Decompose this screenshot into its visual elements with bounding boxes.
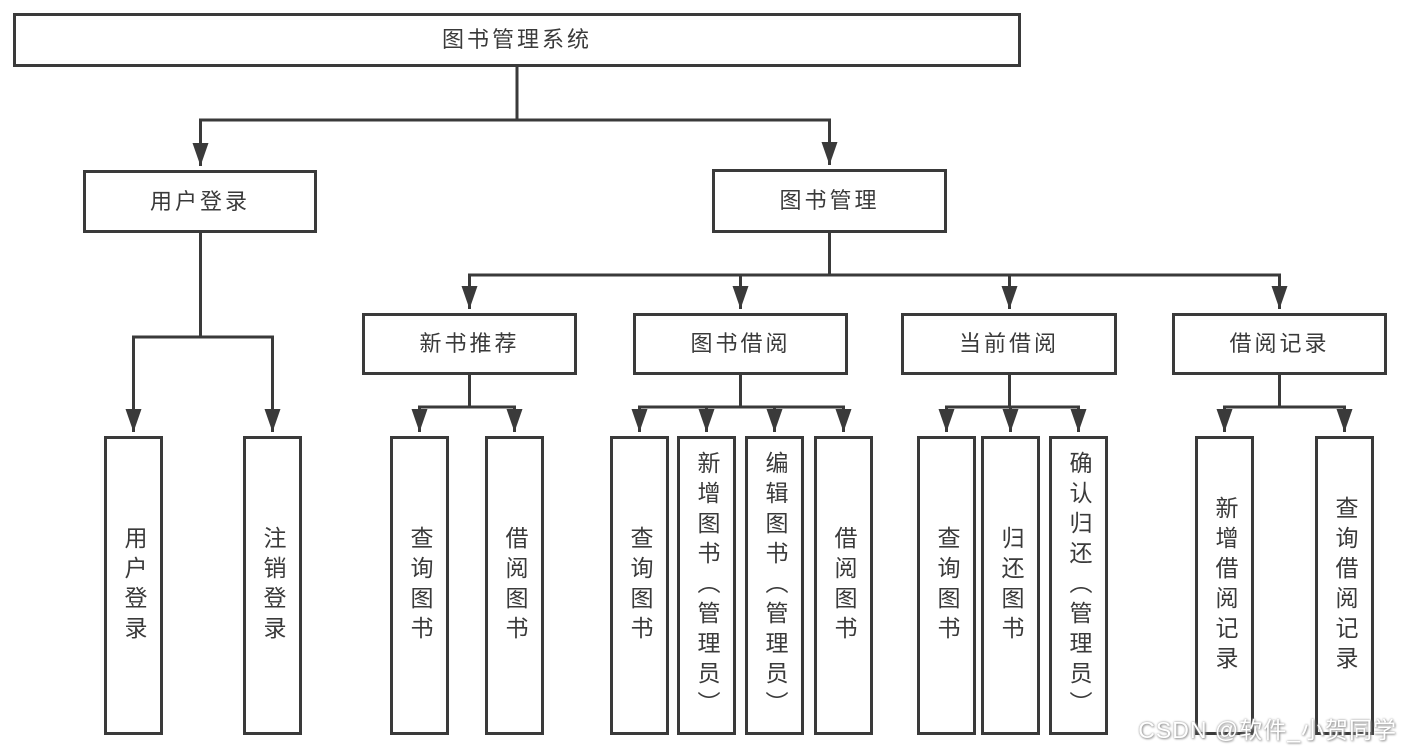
node-borrow-records: 借阅记录 [1172,313,1387,375]
node-user-login: 用户登录 [83,170,317,233]
node-book-management: 图书管理 [712,169,947,233]
leaf-logout: 注销登录 [243,436,302,735]
leaf-borrow-books-recommend: 借阅图书 [485,436,544,735]
leaf-borrow-books-label: 借阅图书 [831,525,857,646]
leaf-return-books-label: 归还图书 [998,525,1024,646]
connector-book-borrow-children [631,375,852,432]
node-root: 图书管理系统 [13,13,1021,67]
leaf-query-books-current: 查询图书 [917,436,976,735]
leaf-query-books-recommend-label: 查询图书 [407,525,433,646]
leaf-user-login: 用户登录 [104,436,163,735]
leaf-add-books-admin-label: 新增图书（管理员） [694,450,720,721]
leaf-query-books-recommend: 查询图书 [390,436,449,735]
node-new-book-recommend: 新书推荐 [362,313,577,375]
leaf-confirm-return-admin-label: 确认归还（管理员） [1066,450,1092,721]
node-current-borrow: 当前借阅 [901,313,1117,375]
connector-root-to-level2 [192,67,838,166]
node-new-book-recommend-label: 新书推荐 [419,331,520,356]
leaf-confirm-return-admin: 确认归还（管理员） [1049,436,1108,735]
node-book-borrow-label: 图书借阅 [690,331,791,356]
node-book-management-label: 图书管理 [779,188,880,213]
connector-book-management-children [461,233,1288,309]
node-borrow-records-label: 借阅记录 [1229,331,1330,356]
node-root-label: 图书管理系统 [441,27,592,52]
leaf-query-borrow-record: 查询借阅记录 [1315,436,1374,735]
leaf-query-books-current-label: 查询图书 [934,525,960,646]
leaf-add-borrow-record-label: 新增借阅记录 [1212,495,1238,676]
connector-current-borrow-children [938,375,1087,432]
leaf-query-books-borrow-label: 查询图书 [627,525,653,646]
connector-user-login-children [125,233,281,432]
leaf-edit-books-admin-label: 编辑图书（管理员） [762,450,788,721]
leaf-query-borrow-record-label: 查询借阅记录 [1332,495,1358,676]
node-user-login-label: 用户登录 [149,188,250,214]
leaf-query-books-borrow: 查询图书 [610,436,669,735]
connector-borrow-records-children [1216,375,1353,432]
leaf-logout-label: 注销登录 [260,525,286,646]
csdn-watermark: CSDN @软件_小贺同学 [1138,717,1397,743]
leaf-add-borrow-record: 新增借阅记录 [1195,436,1254,735]
leaf-user-login-label: 用户登录 [121,525,147,646]
leaf-add-books-admin: 新增图书（管理员） [677,436,736,735]
node-book-borrow: 图书借阅 [633,313,848,375]
node-current-borrow-label: 当前借阅 [958,331,1059,356]
leaf-borrow-books-recommend-label: 借阅图书 [502,525,528,646]
leaf-borrow-books: 借阅图书 [814,436,873,735]
connector-new-book-recommend-children [411,375,523,432]
leaf-return-books: 归还图书 [981,436,1040,735]
leaf-edit-books-admin: 编辑图书（管理员） [745,436,804,735]
